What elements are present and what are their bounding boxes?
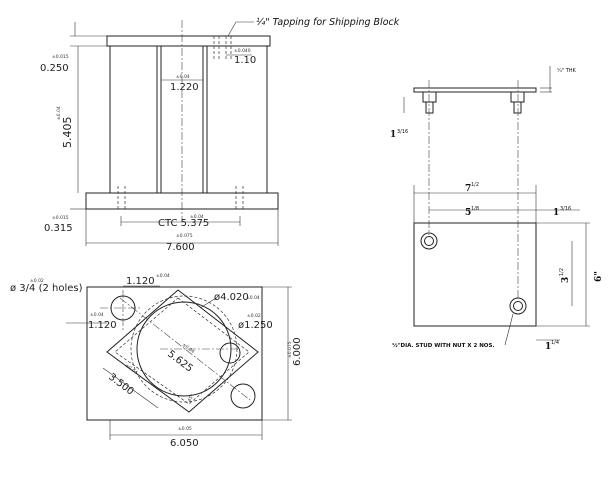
plan-height-dim: 6.000 xyxy=(292,337,303,366)
ctc-tol: ±0.04 xyxy=(190,214,204,220)
side-height-dim: 6" xyxy=(594,271,604,282)
pin-tol: ±0.02 xyxy=(247,313,261,319)
bottom-frac: 1/4 xyxy=(551,340,559,346)
pin-circle xyxy=(219,342,241,364)
top-plate-dim: 0.250 xyxy=(40,63,69,74)
slot-dim: 1.10 xyxy=(234,55,256,66)
stud-gap-frac: 1/2 xyxy=(559,268,565,276)
stud-right xyxy=(510,91,525,103)
hole-bottom-right xyxy=(230,383,256,409)
plan-base-outline xyxy=(86,286,263,421)
overall-whole: 7 xyxy=(465,184,471,194)
height-tol: ±0.04 xyxy=(56,106,62,120)
side-top-plate xyxy=(413,87,537,93)
tapping-note: ¼" Tapping for Shipping Block xyxy=(256,17,400,28)
side-block xyxy=(413,222,537,327)
plan-view: ±0.02 ø 3/4 (2 holes) ±0.04 1.120 ±0.04 … xyxy=(10,273,303,449)
plan-diamond xyxy=(106,289,259,413)
overall-frac: 1/2 xyxy=(471,182,479,188)
hole-y-dim: 1.120 xyxy=(88,320,117,331)
ctc-whole: 5 xyxy=(465,208,471,218)
holes-dim: ø 3/4 (2 holes) xyxy=(10,283,83,294)
stud-left xyxy=(422,91,437,103)
top-plate-tol: ±0.015 xyxy=(52,54,69,60)
width-tol: ±0.075 xyxy=(176,233,193,239)
front-base-plate xyxy=(85,192,279,210)
stud-note: ½"DIA. STUD WITH NUT X 2 NOS. xyxy=(392,342,495,349)
hole-y-tol: ±0.04 xyxy=(90,312,104,318)
plan-width-dim: 6.050 xyxy=(170,438,199,449)
edge-whole: 1 xyxy=(553,208,559,218)
plan-width-tol: ±0.05 xyxy=(178,426,192,432)
slot-tol: ±0.040 xyxy=(234,48,251,54)
bore-dim: ø4.020 xyxy=(214,292,249,303)
stud-h-whole: 1 xyxy=(390,130,396,140)
channel-dim: 1.220 xyxy=(170,82,199,93)
ctc-dim: CTC 5.375 xyxy=(158,218,209,229)
thk-dim: ¼" THK xyxy=(557,68,577,74)
base-tol: ±0.015 xyxy=(52,215,69,221)
bottom-whole: 1 xyxy=(545,342,551,352)
base-dim: 0.315 xyxy=(44,223,73,234)
pin-dim: ø1.250 xyxy=(238,320,273,331)
angle-dim: 45° xyxy=(187,393,196,403)
diag-tol: ±0.04 xyxy=(181,342,196,355)
side-view: ¼" THK 1 3/16 7 1/2 5 1/8 1 3/16 3 1/2 xyxy=(390,66,604,352)
width-dim: 7.600 xyxy=(166,242,195,253)
front-view: ¼" Tapping for Shipping Block ±0.015 0.2… xyxy=(40,17,400,253)
edge-frac: 3/16 xyxy=(560,206,571,212)
plan-height-tol: ±0.075 xyxy=(287,341,293,358)
hole-x-tol: ±0.04 xyxy=(156,273,170,279)
front-top-plate xyxy=(106,35,271,47)
stud-h-frac: 3/16 xyxy=(397,129,408,135)
side-dim: 3.500 xyxy=(106,372,135,398)
ctc-frac: 1/8 xyxy=(471,206,479,212)
stud-gap-whole: 3 xyxy=(561,277,571,283)
channel-tol: ±0.04 xyxy=(176,74,190,80)
hole-x-dim: 1.120 xyxy=(126,276,155,287)
height-dim: 5.405 xyxy=(61,117,74,149)
holes-tol: ±0.02 xyxy=(30,278,44,284)
bore-tol: ±0.04 xyxy=(246,295,260,301)
